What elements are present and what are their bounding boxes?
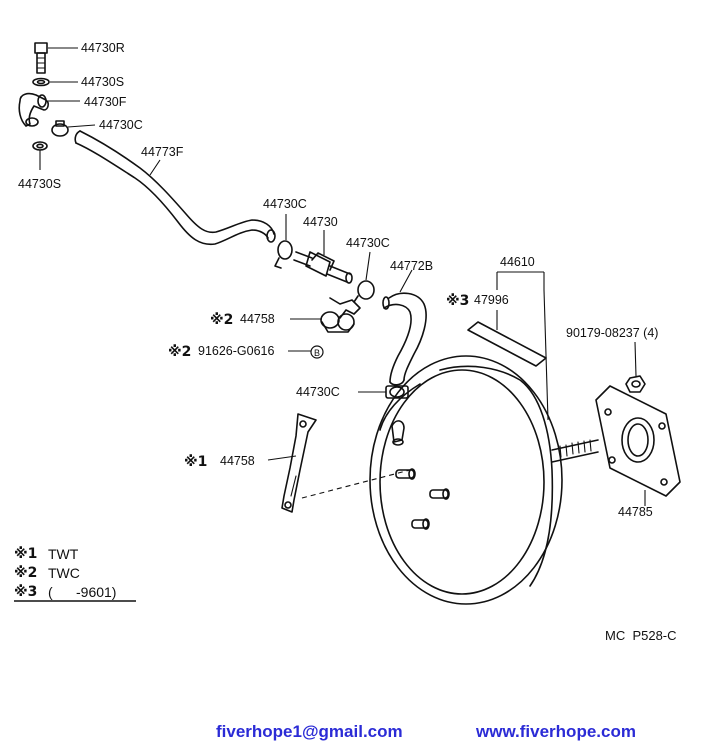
label-44730c-low: 44730C — [296, 385, 340, 399]
hose-clamp-top-drawing — [51, 120, 69, 137]
label-44730s-top: 44730S — [81, 75, 124, 89]
label-44730: 44730 — [303, 215, 338, 229]
alignment-dashed-line — [301, 469, 411, 499]
footer-email[interactable]: fiverhope1@gmail.com — [216, 722, 403, 741]
label-44758-clip: 44758 — [240, 312, 275, 326]
hose-clamp-right-drawing — [353, 280, 375, 303]
hose-clip-drawing — [320, 297, 361, 333]
bolt-marker-drawing: B — [310, 345, 324, 359]
mark-47996: ※3 — [446, 293, 469, 309]
mark-44758-clip: ※2 — [210, 312, 233, 328]
legend: ※1 TWT ※2 TWC ※3 ( -9601) — [14, 546, 136, 602]
label-44730c-top: 44730C — [99, 118, 143, 132]
legend-mark-3: ※3 — [14, 584, 37, 600]
label-90179-08237: 90179-08237 (4) — [566, 326, 658, 340]
label-91626-g0616: 91626-G0616 — [198, 344, 275, 358]
label-44730c-mid: 44730C — [263, 197, 307, 211]
bracket-44758-drawing — [281, 413, 317, 513]
bolt-marker-text: B — [314, 348, 320, 358]
label-44785: 44785 — [618, 505, 653, 519]
nut-90179-drawing — [625, 375, 646, 393]
leader-lines — [39, 47, 646, 506]
legend-text-1: TWT — [48, 546, 79, 562]
part-labels: 44730R 44730S 44730F 44730C 44730S 44773… — [18, 41, 658, 519]
gasket-left-drawing — [32, 141, 48, 151]
legend-mark-2: ※2 — [14, 565, 37, 581]
label-44730r: 44730R — [81, 41, 125, 55]
label-44773f: 44773F — [141, 145, 184, 159]
legend-text-3: ( -9601) — [48, 584, 116, 600]
label-44772b: 44772B — [390, 259, 433, 273]
gasket-plate-44785-drawing — [595, 385, 681, 497]
union-fitting-drawing — [18, 92, 49, 127]
vacuum-hose-44772b-drawing — [382, 292, 427, 386]
mark-91626: ※2 — [168, 344, 191, 360]
hose-clamp-low-drawing — [385, 385, 409, 399]
label-44730c-right: 44730C — [346, 236, 390, 250]
figure-code: MC P528-C — [605, 628, 677, 643]
mark-44758-bracket: ※1 — [184, 454, 207, 470]
brake-booster-drawing — [369, 355, 599, 605]
label-44730f: 44730F — [84, 95, 127, 109]
diagram-canvas: B — [14, 41, 681, 643]
gasket-strip-47996-drawing — [467, 321, 547, 367]
booster-studs-drawing — [395, 468, 450, 530]
label-44758-bracket: 44758 — [220, 454, 255, 468]
legend-mark-1: ※1 — [14, 546, 37, 562]
gasket-top-drawing — [32, 77, 50, 87]
check-valve-44730-drawing — [293, 251, 353, 284]
footer-website[interactable]: www.fiverhope.com — [476, 722, 636, 741]
label-44730s-left: 44730S — [18, 177, 61, 191]
union-bolt-drawing — [34, 42, 48, 74]
vacuum-hose-44773f-drawing — [74, 130, 276, 246]
legend-text-2: TWC — [48, 565, 80, 581]
label-44610: 44610 — [500, 255, 535, 269]
hose-clamp-mid-drawing — [274, 240, 293, 269]
label-47996: 47996 — [474, 293, 509, 307]
